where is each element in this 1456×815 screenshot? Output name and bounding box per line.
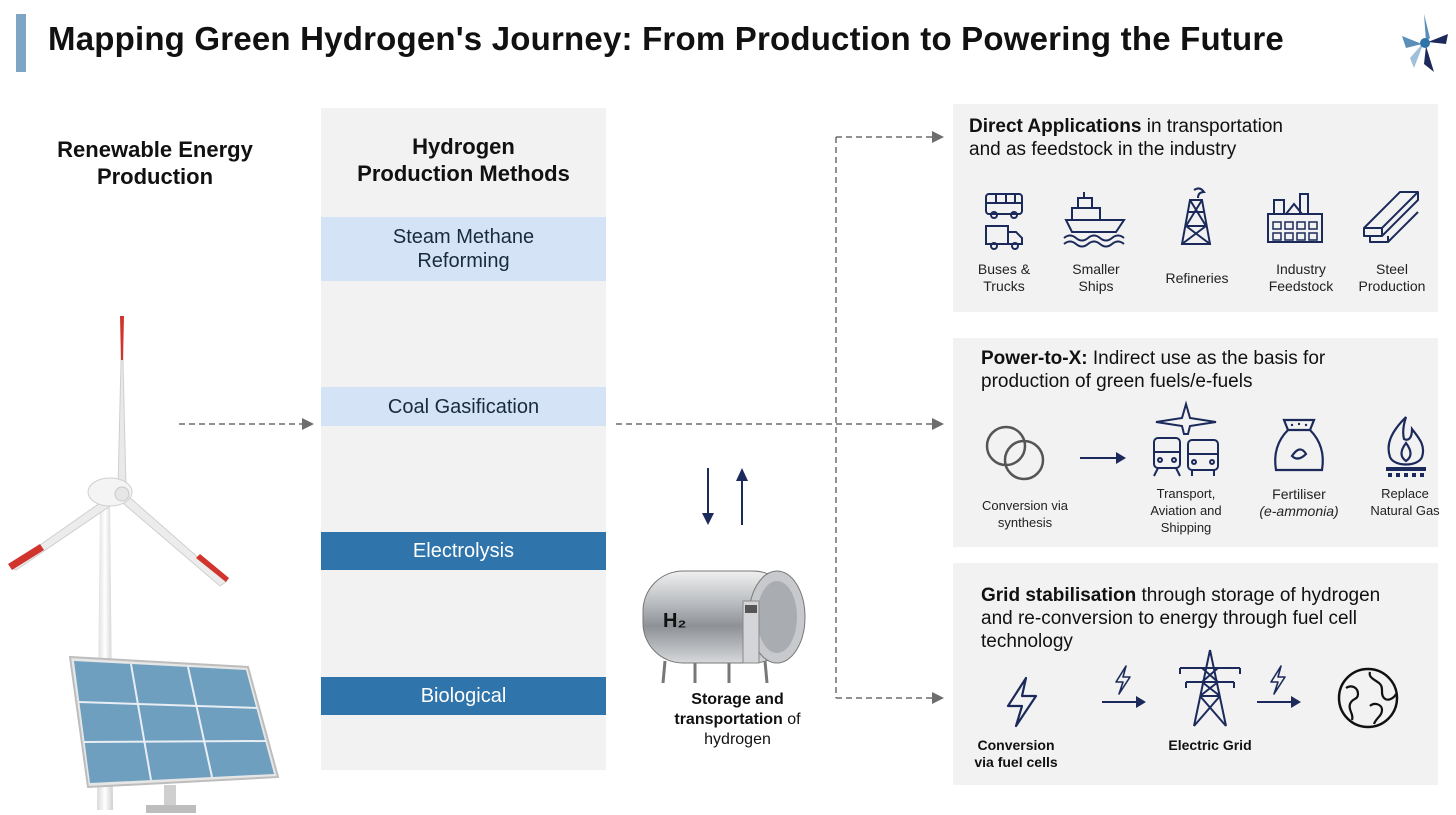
- lightning-icon: [1006, 676, 1038, 728]
- method-coal-gasification: Coal Gasification: [321, 387, 606, 426]
- method-biological: Biological: [321, 677, 606, 715]
- hydrogen-tank-icon: H₂: [642, 570, 806, 684]
- synthesis-icon: [985, 425, 1045, 481]
- solar-panel-icon: [68, 655, 280, 813]
- storage-exchange-arrows-icon: [702, 468, 748, 525]
- grid-stabilisation-heading: Grid stabilisation through storage of hy…: [981, 585, 1381, 652]
- arrow-methods-to-applications: [616, 131, 944, 704]
- tank-h2-label: H₂: [663, 610, 686, 632]
- grid-stabilisation-box: [953, 563, 1438, 785]
- transport-icon: [1153, 400, 1219, 477]
- storage-transportation-label: Storage and transportation of hydrogen: [674, 691, 801, 748]
- steel-beam-icon: [1363, 191, 1419, 243]
- production-methods-panel: [321, 108, 606, 770]
- ship-icon: [1063, 192, 1126, 248]
- title-accent-bar: [16, 14, 26, 72]
- method-electrolysis: Electrolysis: [321, 532, 606, 570]
- bus-truck-icon: [985, 193, 1023, 250]
- globe-icon: [1337, 667, 1399, 729]
- refinery-icon: [1180, 187, 1212, 245]
- label-fertiliser: Fertiliser(e-ammonia): [1259, 486, 1339, 519]
- brand-logo-icon: [1402, 14, 1448, 72]
- fertiliser-icon: [1274, 418, 1324, 472]
- production-methods-title: Hydrogen Production Methods: [357, 134, 570, 186]
- power-to-x-heading: Power-to-X: Indirect use as the basis fo…: [981, 348, 1326, 392]
- label-electric-grid: Electric Grid: [1168, 737, 1252, 753]
- label-refineries: Refineries: [1165, 270, 1229, 286]
- arrow-right-icon: [1080, 452, 1126, 464]
- flame-icon: [1386, 416, 1426, 477]
- direct-applications-heading: Direct Applications in transportation an…: [969, 116, 1283, 160]
- bolt-arrow-icon: [1257, 665, 1301, 708]
- label-buses-trucks: Buses &Trucks: [977, 261, 1031, 294]
- renewable-energy-title: Renewable Energy Production: [57, 137, 253, 189]
- bolt-arrow-icon: [1102, 665, 1146, 708]
- pylon-icon: [1179, 649, 1241, 727]
- arrow-renewable-to-methods: [179, 418, 314, 430]
- page-title: Mapping Green Hydrogen's Journey: From P…: [48, 20, 1284, 57]
- factory-icon: [1267, 193, 1323, 243]
